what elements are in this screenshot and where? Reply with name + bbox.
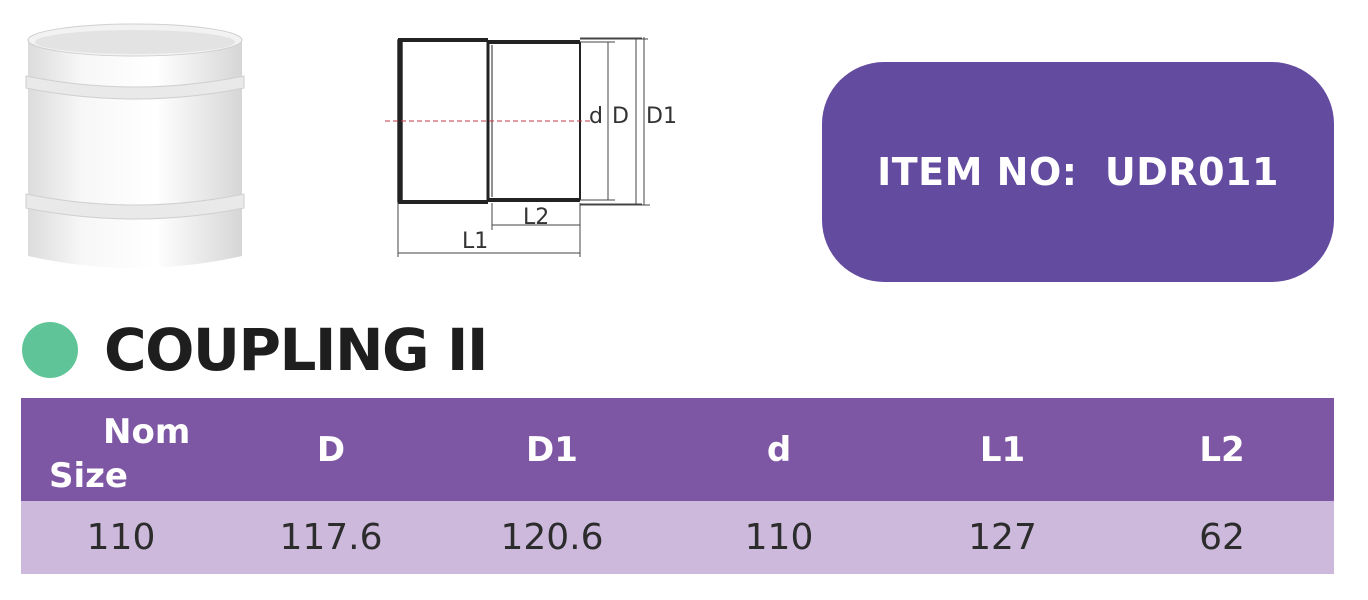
cell-nom-size: 110 [86,517,156,558]
technical-drawing: d D D1 L2 L1 [385,37,677,257]
dim-label-L2: L2 [523,205,549,230]
spec-table: Nom Size D D1 d L1 L2 110 117.6 120.6 11… [21,398,1334,574]
product-photo [25,23,245,268]
header-D: D [316,429,346,470]
header-d: d [766,429,792,470]
header-L1: L1 [979,429,1026,470]
item-number-label: ITEM NO: UDR011 [877,150,1279,194]
cell-L1: 127 [968,517,1037,558]
product-title: COUPLING II [104,316,489,384]
cell-d: 110 [744,517,814,558]
title-bullet [22,322,78,378]
header-L2: L2 [1199,429,1245,470]
cell-D: 117.6 [279,517,383,558]
dim-label-d: d [589,104,603,129]
dim-label-L1: L1 [462,229,488,254]
cell-L2: 62 [1199,517,1245,558]
item-number-panel: ITEM NO: UDR011 [822,62,1334,282]
table-row: 110 117.6 120.6 110 127 62 [21,501,1334,574]
dim-label-D: D [612,104,629,129]
header-nom-label: Nom [103,412,191,452]
header-size-label: Size [49,456,128,496]
header-D1: D1 [526,429,578,470]
table-header-row: Nom Size D D1 d L1 L2 [21,398,1334,501]
dim-label-D1: D1 [646,104,677,129]
cell-D1: 120.6 [500,517,604,558]
header-nom-size: Nom Size [21,398,221,501]
